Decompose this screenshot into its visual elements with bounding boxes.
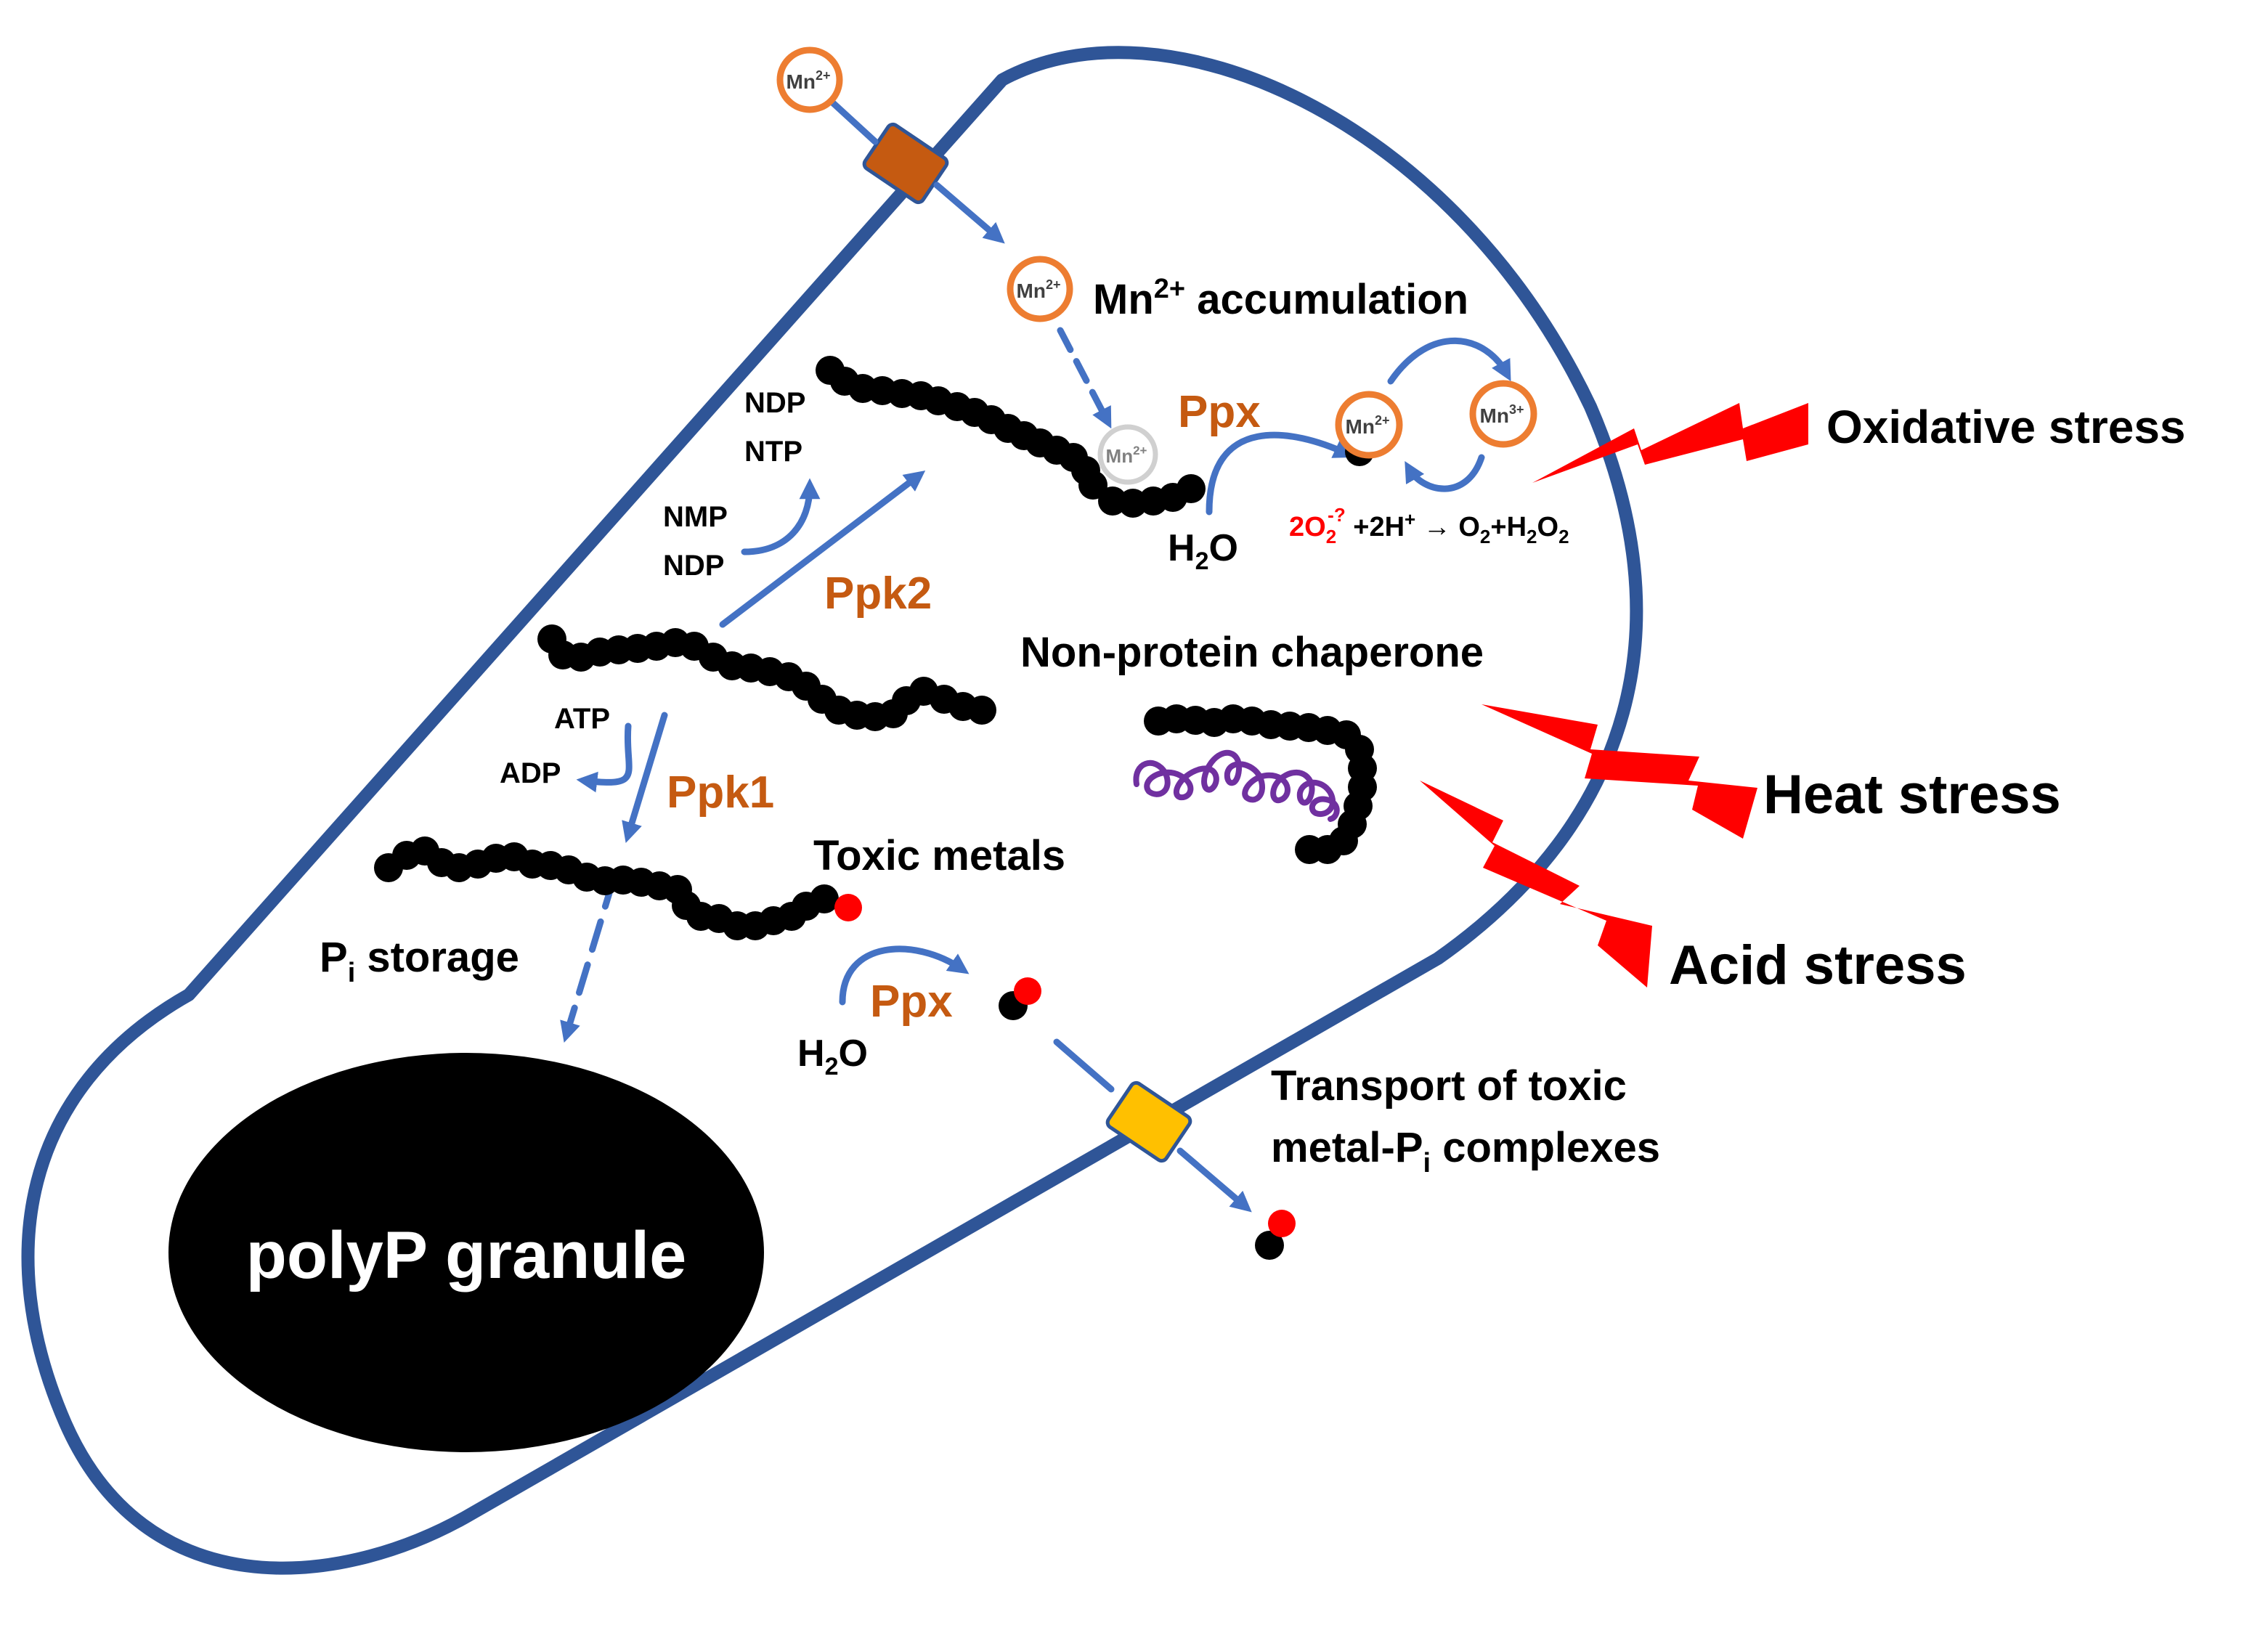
stress-bolts bbox=[1420, 403, 1808, 988]
mn2-cycle-ion: Mn2+ bbox=[1335, 391, 1403, 459]
polyp-chains bbox=[374, 356, 1377, 940]
pi-exported bbox=[1255, 1231, 1284, 1260]
mn-import-arrow-outer bbox=[828, 98, 879, 145]
svg-text:Mn2+: Mn2+ bbox=[787, 68, 831, 93]
metal-exported bbox=[1268, 1210, 1296, 1237]
mn-ion-bound-faded: Mn2+ bbox=[1097, 424, 1158, 485]
atp-adp-cosubstrate-arrow bbox=[576, 722, 633, 793]
ppk1-label: Ppk1 bbox=[667, 767, 774, 818]
unfolded-protein bbox=[1133, 749, 1340, 822]
svg-text:Mn2+: Mn2+ bbox=[1017, 277, 1061, 302]
mn-ion-inside: Mn2+ bbox=[1007, 256, 1073, 322]
polyp-chain-middle bbox=[537, 624, 996, 731]
nmp-substrate-label: NMP bbox=[663, 501, 728, 533]
ppx-top-label: Ppx bbox=[1178, 387, 1261, 437]
adp-label: ADP bbox=[500, 757, 561, 789]
mn3-cycle-ion: Mn3+ bbox=[1469, 380, 1537, 448]
ppk2-arrow bbox=[719, 471, 926, 628]
ppx-bottom-arrow bbox=[839, 945, 970, 1006]
atp-label: ATP bbox=[554, 703, 610, 735]
polyp-chain-chaperone bbox=[1144, 704, 1377, 864]
mn-oxidation-arrow bbox=[1387, 337, 1511, 385]
polyp-granule-label: polyP granule bbox=[246, 1218, 687, 1292]
ppk1-arrow bbox=[622, 712, 668, 844]
metal-released bbox=[1014, 977, 1041, 1005]
mn-accumulation-label: Mn2+ accumulation bbox=[1093, 274, 1468, 323]
heat-stress-label: Heat stress bbox=[1763, 764, 2061, 826]
mn-binding-dashed-arrow bbox=[1057, 327, 1112, 429]
oxidative-stress-label: Oxidative stress bbox=[1826, 401, 2186, 453]
metal-transporter bbox=[1105, 1080, 1192, 1163]
pi-storage-dashed-arrow bbox=[560, 875, 617, 1043]
svg-text:Mn3+: Mn3+ bbox=[1480, 402, 1524, 427]
pi-storage-label: Pi storage bbox=[320, 934, 519, 988]
ppk2-label: Ppk2 bbox=[824, 569, 932, 619]
mn-ion-outside: Mn2+ bbox=[776, 46, 843, 113]
acid-stress-label: Acid stress bbox=[1669, 934, 1967, 996]
toxic-metal-on-chain bbox=[834, 894, 862, 921]
arrows bbox=[560, 98, 1511, 1213]
acid-stress-bolt bbox=[1420, 781, 1652, 988]
heat-stress-bolt bbox=[1481, 704, 1757, 839]
ppx-bottom-label: Ppx bbox=[870, 977, 953, 1027]
mn-reduction-arrow bbox=[1405, 454, 1485, 492]
metal-export-arrow-inner bbox=[1053, 1038, 1115, 1093]
dismutation-reaction: 2O2-? +2H+ → O2+H2O2 bbox=[1289, 504, 1569, 547]
svg-text:Mn2+: Mn2+ bbox=[1106, 444, 1147, 467]
polyp-chain-top bbox=[816, 356, 1206, 518]
metal-export-arrow-outer bbox=[1176, 1147, 1252, 1213]
ndp-substrate-label: NDP bbox=[663, 550, 724, 582]
toxic-metals-label: Toxic metals bbox=[813, 832, 1065, 879]
svg-text:Mn2+: Mn2+ bbox=[1346, 413, 1390, 438]
ntp-product-label: NTP bbox=[744, 436, 802, 468]
transport-label-line2: metal-Pi complexes bbox=[1271, 1124, 1660, 1178]
polyp-granule bbox=[168, 1053, 764, 1452]
chaperone-label: Non-protein chaperone bbox=[1020, 629, 1484, 676]
mn-import-arrow-inner bbox=[933, 182, 1005, 244]
h2o-top-label: H2O bbox=[1168, 527, 1238, 575]
ndp-ntp-cosubstrate-arrow bbox=[741, 478, 821, 555]
ndp-product-label: NDP bbox=[744, 387, 805, 419]
transport-label-line1: Transport of toxic bbox=[1271, 1062, 1627, 1109]
h2o-bottom-label: H2O bbox=[797, 1033, 868, 1080]
ppx-top-arrow bbox=[1206, 431, 1355, 516]
oxidative-stress-bolt bbox=[1532, 403, 1808, 483]
polyp-chain-lower bbox=[374, 836, 839, 940]
